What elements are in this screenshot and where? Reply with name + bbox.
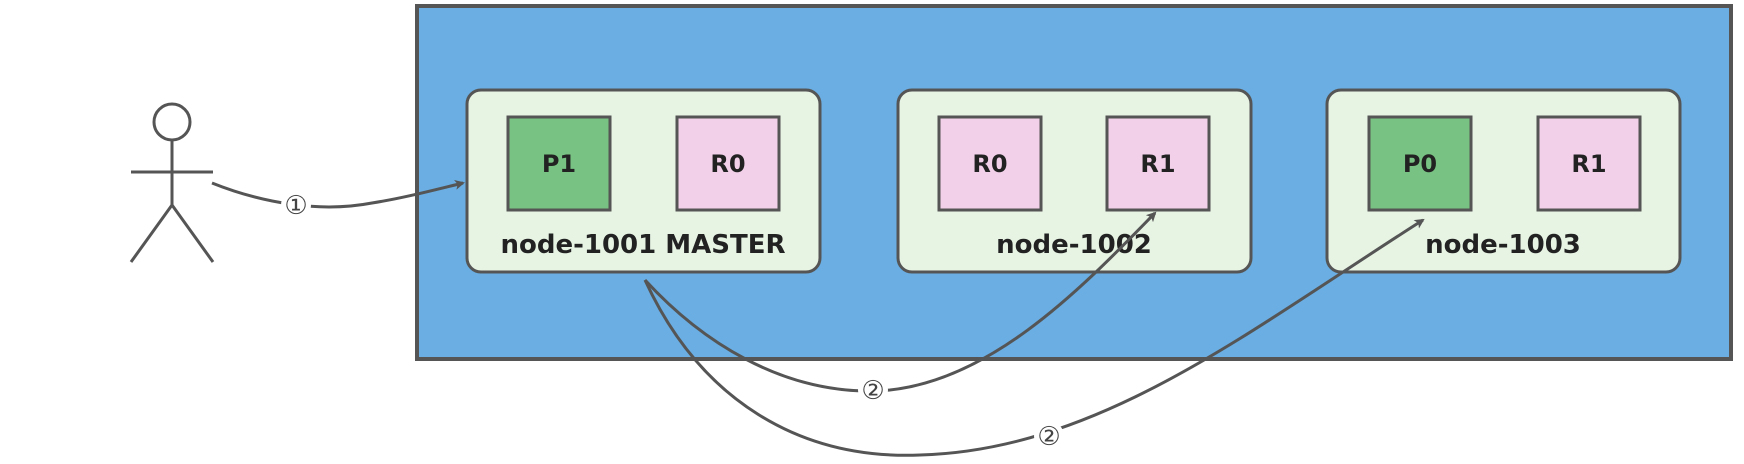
shard-label: R1	[1571, 150, 1606, 178]
shard-box-primary	[506, 115, 612, 212]
shard-box-primary	[1367, 115, 1473, 212]
node-label: node-1001 MASTER	[500, 230, 785, 260]
request-arrow	[211, 180, 465, 209]
shard-label: R1	[1140, 150, 1175, 178]
step-label-replicate-1003: ②	[1037, 422, 1060, 452]
node-1002: R0 R1 node-1002	[896, 88, 1253, 274]
node-label: node-1002	[996, 230, 1152, 260]
step-label-replicate-1002: ②	[861, 376, 884, 406]
shard-label: R0	[710, 150, 745, 178]
node-label: node-1003	[1425, 230, 1581, 260]
shard-label: R0	[972, 150, 1007, 178]
shard-box-replica	[1105, 115, 1211, 212]
node-1001: P1 R0 node-1001 MASTER	[465, 88, 822, 274]
user-actor-icon	[129, 102, 215, 263]
shard-box-replica	[675, 115, 781, 212]
replicate-arrow-node-1003	[643, 218, 1425, 457]
shard-label: P0	[1403, 150, 1437, 178]
step-label-request: ①	[284, 191, 307, 221]
shard-label: P1	[542, 150, 576, 178]
shard-box-replica	[937, 115, 1043, 212]
shard-box-replica	[1536, 115, 1642, 212]
node-1003: P0 R1 node-1003	[1325, 88, 1682, 274]
